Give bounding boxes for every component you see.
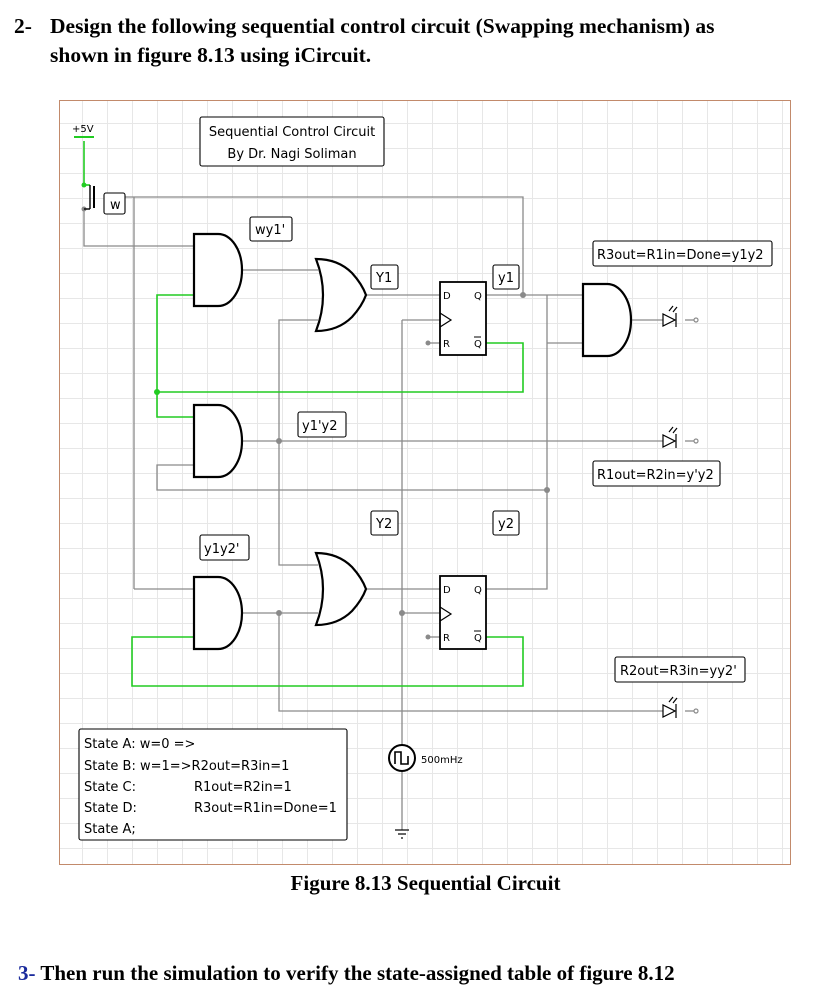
title-line2: By Dr. Nagi Soliman — [227, 147, 356, 162]
green-wires — [83, 141, 524, 687]
svg-text:R: R — [443, 339, 450, 350]
and-gate-1[interactable] — [192, 232, 244, 308]
label-y1y2p: y1y2' — [199, 534, 250, 561]
gray-wires — [83, 196, 695, 830]
flip-flop-2[interactable]: D Q R Q — [439, 575, 487, 650]
label-r2out: R2out=R3in=yy2' — [614, 656, 746, 683]
question-3-text: Then run the simulation to verify the st… — [35, 961, 675, 985]
title-box: Sequential Control Circuit By Dr. Nagi S… — [199, 116, 385, 167]
svg-text:Q: Q — [474, 291, 482, 302]
svg-text:R1out=R2in=y'y2: R1out=R2in=y'y2 — [597, 468, 714, 483]
question-3-number: 3- — [18, 961, 36, 985]
and-gate-4[interactable] — [581, 282, 633, 358]
junction-dots — [276, 292, 550, 640]
states-box: State A: w=0 => State B: w=1=>R2out=R3in… — [78, 728, 348, 841]
question-2-line2: shown in figure 8.13 using iCircuit. — [50, 43, 372, 67]
svg-text:y1y2': y1y2' — [204, 542, 240, 557]
led-1[interactable] — [662, 305, 699, 327]
supply-label: +5V — [72, 124, 94, 135]
label-y1: y1 — [492, 264, 520, 290]
state-a: State A: w=0 => — [84, 737, 195, 752]
switch-label: w — [110, 198, 121, 213]
or-gate-1[interactable] — [314, 257, 368, 333]
svg-text:y2: y2 — [498, 517, 514, 532]
svg-text:Q: Q — [474, 339, 482, 350]
svg-text:R3out=R1in=Done=y1y2: R3out=R1in=Done=y1y2 — [597, 248, 764, 263]
state-a-return: State A; — [84, 822, 136, 837]
state-d-value: R3out=R1in=Done=1 — [194, 801, 337, 816]
label-Y2: Y2 — [370, 510, 399, 536]
switch-w[interactable]: w — [81, 182, 126, 215]
title-line1: Sequential Control Circuit — [209, 125, 375, 140]
svg-text:Q: Q — [474, 585, 482, 596]
label-wy1: wy1' — [249, 216, 293, 242]
figure-caption: Figure 8.13 Sequential Circuit — [290, 871, 561, 895]
ground-symbol — [395, 829, 409, 839]
label-r3out: R3out=R1in=Done=y1y2 — [592, 240, 773, 267]
label-y2: y2 — [492, 510, 520, 536]
svg-text:Y1: Y1 — [375, 271, 392, 286]
question-3: 3- Then run the simulation to verify the… — [18, 961, 675, 986]
label-r1out: R1out=R2in=y'y2 — [592, 460, 721, 487]
svg-text:D: D — [443, 291, 451, 302]
svg-text:y1: y1 — [498, 271, 514, 286]
clock-source[interactable]: 500mHz — [388, 744, 463, 772]
and-gate-3[interactable] — [192, 575, 244, 651]
svg-text:Q: Q — [474, 633, 482, 644]
clock-label: 500mHz — [421, 755, 463, 766]
flip-flop-1[interactable]: D Q R Q — [439, 281, 487, 356]
led-3[interactable] — [662, 696, 699, 718]
junction-green — [154, 389, 160, 395]
svg-text:D: D — [443, 585, 451, 596]
or-gate-2[interactable] — [314, 551, 368, 627]
svg-text:R: R — [443, 633, 450, 644]
state-c-value: R1out=R2in=1 — [194, 780, 292, 795]
svg-text:y1'y2: y1'y2 — [302, 419, 338, 434]
led-2[interactable] — [662, 426, 699, 448]
state-d: State D: — [84, 801, 137, 816]
question-2-number: 2- — [14, 14, 32, 38]
label-y1y2: y1'y2 — [297, 411, 347, 438]
svg-text:R2out=R3in=yy2': R2out=R3in=yy2' — [620, 664, 737, 679]
state-c: State C: — [84, 780, 136, 795]
question-2-line1: Design the following sequential control … — [50, 14, 715, 38]
svg-text:Y2: Y2 — [375, 517, 392, 532]
label-Y1: Y1 — [370, 264, 399, 290]
state-b: State B: w=1=>R2out=R3in=1 — [84, 759, 289, 774]
svg-text:wy1': wy1' — [255, 223, 285, 238]
and-gate-2[interactable] — [192, 403, 244, 479]
